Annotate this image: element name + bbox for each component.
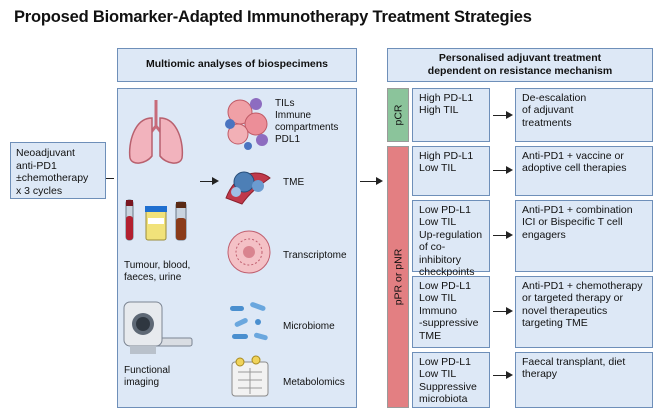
arrow-line	[493, 115, 507, 116]
imaging-label-line: imaging	[124, 377, 160, 388]
treatment-line: of adjuvant	[522, 104, 574, 117]
treatment-line: De-escalation	[522, 92, 587, 104]
arrow-head	[506, 166, 513, 174]
neoadjuvant-box: Neoadjuvant anti-PD1 ±chemotherapy x 3 c…	[10, 142, 106, 199]
treatment-box: Faecal transplant, diet therapy	[515, 352, 653, 408]
treatment-line: novel therapeutics	[522, 304, 608, 317]
biomarker-line: Low PD-L1	[419, 356, 471, 368]
biomarker-line: Low TIL	[419, 368, 457, 381]
biomarker-line: High TIL	[419, 104, 459, 117]
neoadjuvant-line: anti-PD1	[16, 159, 57, 172]
biomarker-line: High PD-L1	[419, 150, 474, 162]
arrow-line	[200, 181, 214, 182]
treatment-line: therapy	[522, 368, 558, 381]
ppr-label: pPR or pNR	[392, 248, 405, 306]
ppr-band: pPR or pNR	[387, 146, 409, 408]
biomarker-box: High PD-L1 Low TIL	[412, 146, 490, 196]
neoadjuvant-line: x 3 cycles	[16, 184, 63, 197]
microbiome-icon	[230, 302, 268, 341]
pcr-label: pCR	[392, 104, 405, 126]
diagram-title: Proposed Biomarker-Adapted Immunotherapy…	[14, 8, 532, 26]
treatment-line: Faecal transplant, diet	[522, 356, 626, 368]
biomarker-line: Up-regulation	[419, 228, 483, 241]
specimens-label-line: faeces, urine	[124, 272, 182, 283]
specimens-label-line: Tumour, blood,	[124, 260, 191, 271]
analysis-label-microbiome: Microbiome	[283, 321, 335, 332]
arrow-line	[493, 170, 507, 171]
analysis-label-tme: TME	[283, 177, 305, 188]
scanner-icon	[123, 301, 193, 354]
analysis-label-line: Immune	[275, 110, 312, 121]
specimen-tubes-icon	[125, 199, 187, 241]
treatment-line: Anti-PD1 + chemotherapy	[522, 280, 643, 292]
analysis-label-transcriptome: Transcriptome	[283, 250, 347, 261]
arrow-line	[493, 375, 507, 376]
metabolomics-icon	[231, 355, 269, 397]
imaging-label-line: Functional	[124, 365, 171, 376]
treatment-box: De-escalation of adjuvant treatments	[515, 88, 653, 142]
treatment-box: Anti-PD1 + chemotherapy or targeted ther…	[515, 276, 653, 348]
treatment-line: or targeted therapy or	[522, 292, 623, 305]
personalised-header-line: Personalised adjuvant treatment	[438, 51, 602, 64]
arrow-head	[506, 111, 513, 119]
treatment-box: Anti-PD1 + vaccine or adoptive cell ther…	[515, 146, 653, 196]
biomarker-line: Low TIL	[419, 216, 457, 229]
biomarker-box: Low PD-L1 Low TIL Immuno -suppressive TM…	[412, 276, 490, 348]
arrow-line	[106, 178, 114, 179]
biomarker-line: TME	[419, 329, 442, 342]
biomarker-line: Low TIL	[419, 162, 457, 175]
biomarker-line: High PD-L1	[419, 92, 474, 104]
analysis-label-line: TILs	[275, 98, 295, 109]
tme-icon	[225, 171, 271, 205]
biomarker-line: Low TIL	[419, 292, 457, 305]
treatment-line: Anti-PD1 + combination	[522, 204, 633, 216]
analysis-label-tils: TILs Immune compartments PDL1	[275, 98, 338, 146]
biomarker-line: Low PD-L1	[419, 280, 471, 292]
imaging-label: Functional imaging	[124, 365, 170, 389]
multiomic-header-text: Multiomic analyses of biospecimens	[145, 58, 329, 71]
immune-cells-icon	[225, 98, 268, 150]
arrow-head	[506, 371, 513, 379]
arrow-line	[493, 235, 507, 236]
treatment-line: adoptive cell therapies	[522, 162, 627, 175]
arrow-line	[493, 311, 507, 312]
biomarker-line: microbiota	[419, 393, 468, 406]
pcr-band: pCR	[387, 88, 409, 142]
personalised-header-line: dependent on resistance mechanism	[427, 65, 613, 77]
arrow-head	[212, 177, 219, 185]
biomarker-box: Low PD-L1 Low TIL Up-regulation of co-in…	[412, 200, 490, 278]
biomarker-line: of co-inhibitory	[419, 241, 462, 266]
biomarker-box: Low PD-L1 Low TIL Suppressive microbiota	[412, 352, 490, 408]
arrow-head	[506, 231, 513, 239]
multiomic-header: Multiomic analyses of biospecimens	[117, 48, 357, 82]
biomarker-line: Low PD-L1	[419, 204, 471, 216]
biomarker-line: Immuno	[419, 304, 457, 317]
analysis-label-line: compartments	[275, 122, 339, 133]
arrow-line	[360, 181, 378, 182]
treatment-line: targeting TME	[522, 317, 588, 330]
treatment-line: Anti-PD1 + vaccine or	[522, 150, 624, 162]
biomarker-line: checkpoints	[419, 265, 475, 278]
treatment-line: engagers	[522, 228, 566, 241]
personalised-header: Personalised adjuvant treatment dependen…	[387, 48, 653, 82]
biomarker-line: Suppressive	[419, 380, 477, 393]
neoadjuvant-line: Neoadjuvant	[16, 147, 75, 159]
biomarker-box: High PD-L1 High TIL	[412, 88, 490, 142]
treatment-box: Anti-PD1 + combination ICI or Bispecific…	[515, 200, 653, 272]
biomarker-line: -suppressive	[419, 317, 479, 330]
treatment-line: ICI or Bispecific T cell	[522, 216, 623, 229]
arrow-head	[376, 177, 383, 185]
neoadjuvant-line: ±chemotherapy	[16, 172, 89, 185]
arrow-head	[506, 307, 513, 315]
transcriptome-icon	[227, 230, 271, 274]
lungs-icon	[128, 100, 184, 164]
analysis-label-metabolomics: Metabolomics	[283, 377, 345, 388]
analysis-label-line: PDL1	[275, 134, 301, 145]
specimens-label: Tumour, blood, faeces, urine	[124, 260, 190, 284]
treatment-line: treatments	[522, 116, 572, 129]
